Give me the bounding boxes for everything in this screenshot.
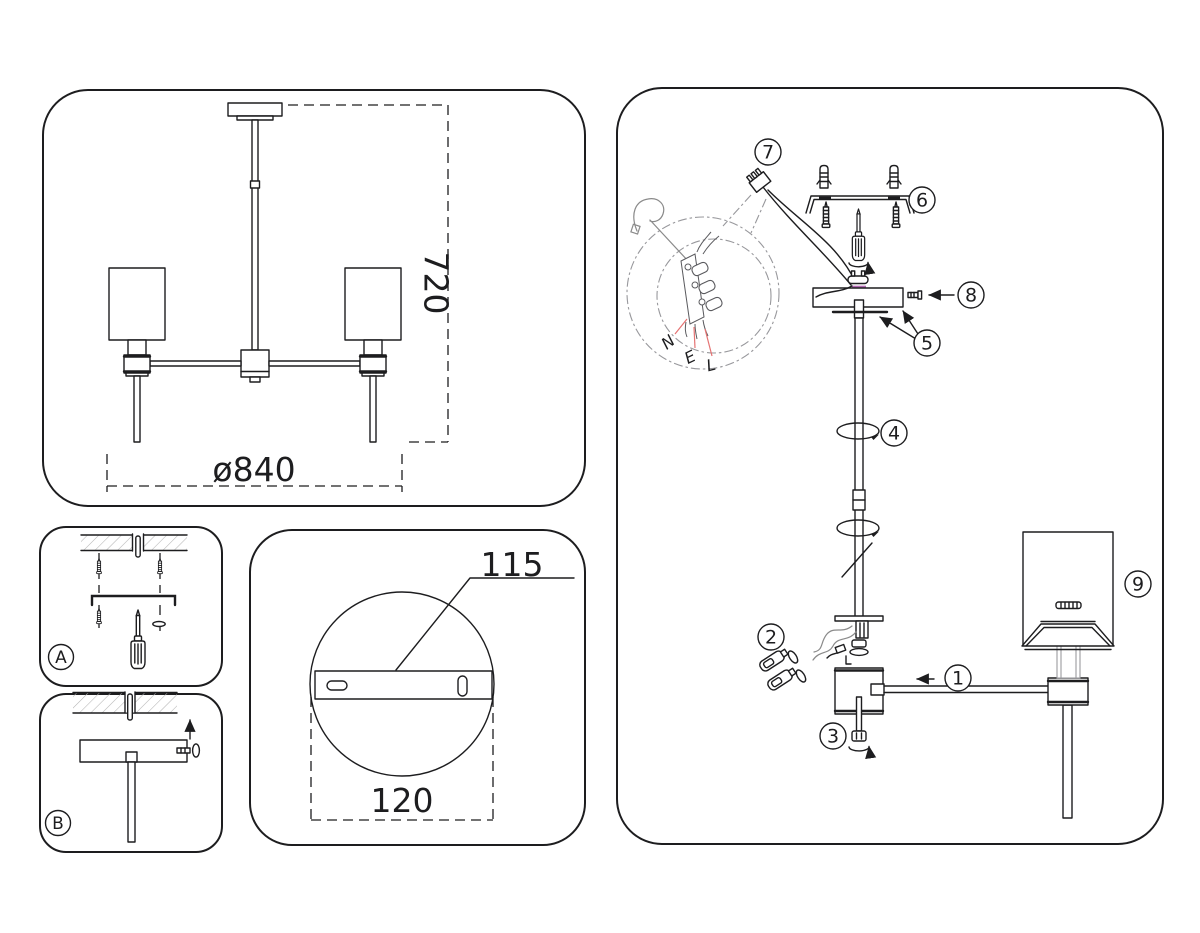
- callout-4: 4: [880, 419, 908, 447]
- left-shade: [108, 267, 166, 341]
- wire-label-live: L: [704, 355, 717, 376]
- rod-flange: [834, 615, 884, 622]
- overview-panel-border: [42, 89, 586, 507]
- hub-hardware: [759, 620, 869, 691]
- callout-5-arrow: [902, 310, 919, 335]
- callout-8: 8: [957, 281, 985, 309]
- step-a-border: [39, 526, 223, 687]
- canopy-side-screw-icon: [907, 290, 923, 300]
- arm-junction-box: [1047, 677, 1089, 706]
- callout-6-label: 6: [916, 190, 928, 212]
- plate-panel: 115 120: [249, 529, 586, 846]
- rotate-ellipse: [836, 519, 880, 537]
- quick-connector-plug: [767, 667, 797, 691]
- callout-5-label: 5: [921, 333, 933, 355]
- hanging-stub: [126, 693, 133, 721]
- turn-arrow: [848, 261, 876, 276]
- center-hub: [240, 349, 270, 378]
- turn-arrow: [848, 745, 877, 760]
- left-drop-rod: [133, 375, 141, 443]
- callout-7: 7: [754, 138, 782, 166]
- step-b-label: B: [52, 814, 64, 834]
- bracket-dim-label: 115: [481, 545, 544, 584]
- main-rod-assembly: [834, 317, 884, 622]
- chandelier-front-view: [108, 102, 402, 443]
- strain-relief-flange: [847, 275, 869, 285]
- break-mark: [841, 542, 873, 578]
- callout-1-label: 1: [952, 668, 964, 690]
- callout-5: 5: [913, 329, 941, 357]
- callout-1: 1: [944, 664, 972, 692]
- callout-3-label: 3: [827, 726, 839, 748]
- hub-bottom-screw: [855, 696, 863, 732]
- ceiling-wire-stub: [135, 535, 141, 558]
- mounting-bracket-side: [90, 594, 177, 607]
- callout-3: 3: [819, 722, 847, 750]
- callout-5-arrow: [879, 316, 917, 340]
- quick-connector-plug: [759, 648, 789, 672]
- glass-diffuser: [1021, 620, 1115, 651]
- bracket-slot-horizontal: [326, 680, 348, 691]
- step-a-label: A: [55, 648, 67, 668]
- callout-8-label: 8: [965, 285, 977, 307]
- right-shade: [344, 267, 402, 341]
- callout-7-label: 7: [762, 142, 774, 164]
- plate-dimension-line: [310, 697, 494, 824]
- safety-hook-icon: [630, 198, 690, 263]
- callouts: 1 2 3 4 5 6 7: [754, 138, 1152, 750]
- dimension-lines: 720 ø840: [106, 104, 455, 492]
- main-rod: [854, 317, 864, 618]
- rotate-ellipse: [836, 422, 880, 440]
- left-arm: [149, 360, 242, 367]
- callout-6: 6: [908, 186, 936, 214]
- plate-dim-label: 120: [371, 781, 434, 820]
- right-arm: [268, 360, 361, 367]
- callout-9: 9: [1124, 570, 1152, 598]
- assembly-panel: N E L: [616, 87, 1164, 845]
- overview-panel: 720 ø840: [42, 89, 586, 507]
- supply-connector: [746, 167, 856, 286]
- callout-2-label: 2: [765, 627, 777, 649]
- callout-2: 2: [757, 623, 785, 651]
- terminal-block: [680, 231, 723, 340]
- wire-leaders: [674, 318, 713, 357]
- step-b-badge: [44, 809, 72, 837]
- rod-joint: [249, 180, 261, 189]
- plug-washer: [787, 650, 799, 664]
- leader-115: [395, 577, 575, 671]
- height-dimension-label: 720: [416, 252, 455, 315]
- step-b-panel: B: [39, 691, 223, 853]
- callout-4-label: 4: [888, 423, 900, 445]
- step-a-badge: [47, 643, 75, 671]
- lamp-drop-rod: [1062, 704, 1073, 819]
- ceiling-canopy: [227, 102, 283, 117]
- assembly-panel-border: [616, 87, 1164, 845]
- plug-washer: [795, 669, 807, 683]
- diameter-dimension-line: [106, 454, 403, 492]
- canopy-assembly: [812, 270, 955, 340]
- bracket-slot-vertical: [457, 675, 468, 697]
- step-a-panel: A: [39, 526, 223, 687]
- canopy-rod: [127, 761, 136, 843]
- side-screw-icon: [176, 743, 201, 758]
- diameter-dimension-label: ø840: [212, 450, 295, 489]
- height-dimension-line: [288, 104, 449, 443]
- washer-icon: [152, 620, 166, 628]
- bulb-cap: [1055, 601, 1082, 610]
- right-drop-rod: [369, 375, 377, 443]
- down-rod: [251, 119, 259, 351]
- lamp-assembly: [1021, 531, 1115, 819]
- callout-9-label: 9: [1132, 574, 1144, 596]
